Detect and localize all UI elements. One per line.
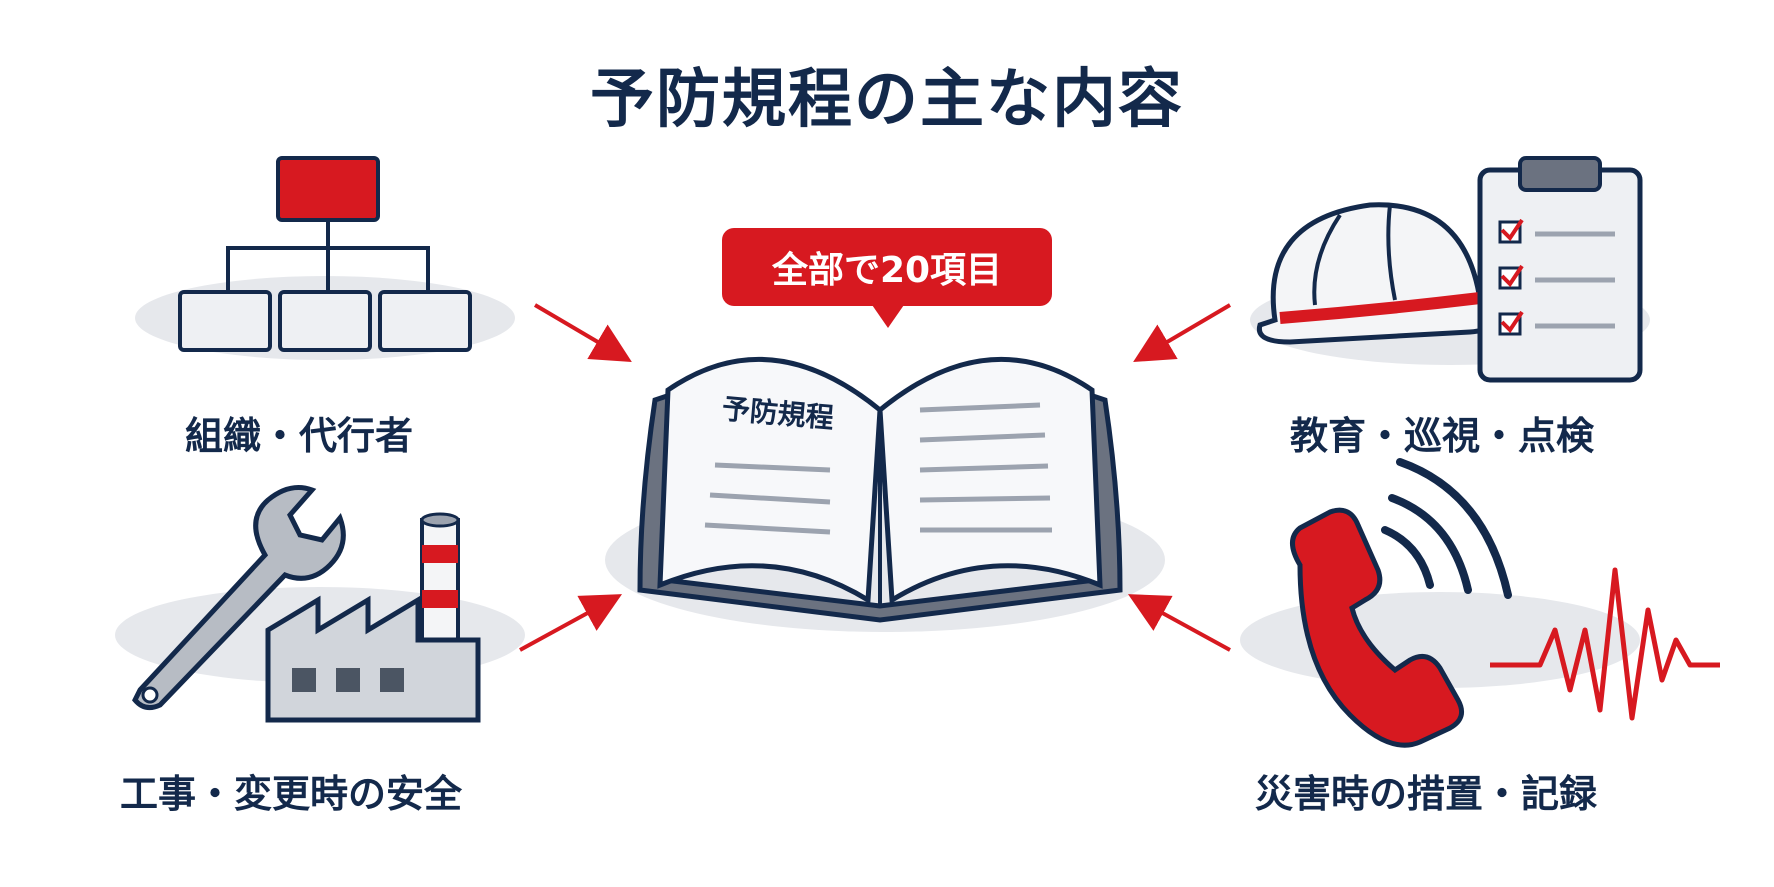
item-count-badge: 全部で20項目 [722,228,1052,306]
page-title: 予防規程の主な内容 [590,63,1184,137]
open-book-icon [637,356,1123,623]
factory-icon [265,512,481,723]
topic-org-label: 組織・代行者 [185,414,414,458]
wrench-icon [132,485,346,711]
org-chart-icon [178,156,472,352]
clipboard-icon [1477,156,1643,383]
topic-education-label: 教育・巡視・点検 [1290,414,1595,458]
helmet-icon [1256,202,1499,345]
topic-disaster-label: 災害時の措置・記録 [1255,772,1598,816]
arrow-org [533,303,632,363]
arrow-education [1133,303,1232,363]
arrow-disaster [1127,594,1231,652]
arrow-construction [519,594,623,652]
phone-icon [1290,458,1512,748]
topic-construction-label: 工事・変更時の安全 [120,772,463,816]
seismic-wave-icon [1490,567,1720,721]
badge-pointer [870,302,906,328]
